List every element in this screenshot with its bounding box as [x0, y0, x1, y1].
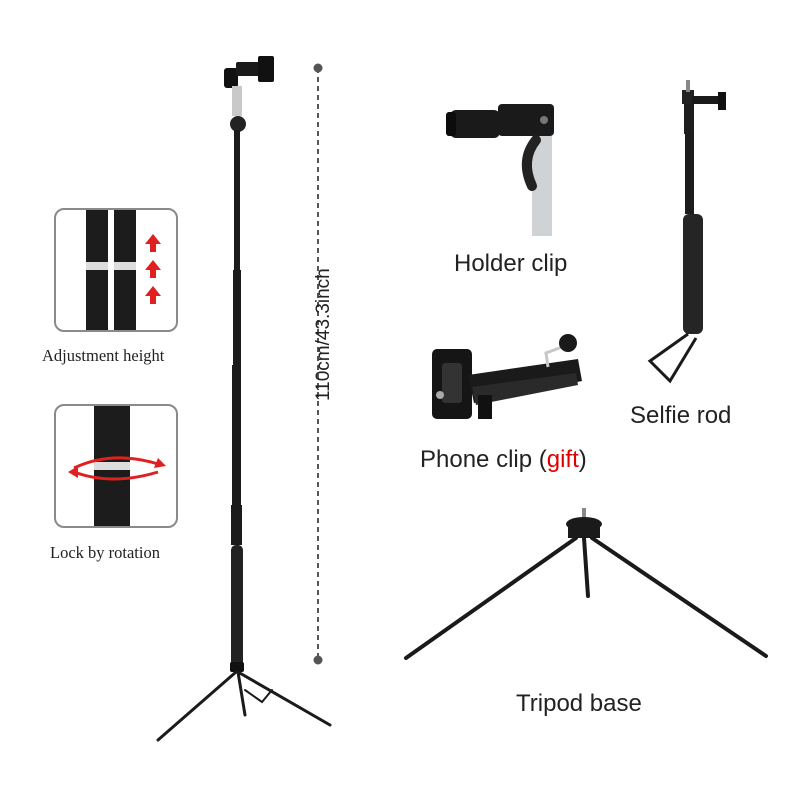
dimension-bottom-dot: [313, 655, 323, 665]
adjustment-height-caption: Adjustment height: [42, 346, 165, 365]
dimension-top-dot: [313, 63, 323, 73]
selfie-rod-illustration: [647, 80, 726, 384]
telescopic-pole: [230, 130, 244, 672]
rotation-arrows-icon: [73, 456, 159, 481]
lock-rotation-inset: [54, 404, 178, 528]
holder-clip-illustration: [446, 104, 554, 236]
gift-label: gift: [546, 446, 579, 473]
tripod-base-legs: [404, 536, 768, 660]
phone-clip-caption-main: Phone clip (: [420, 446, 547, 473]
tripod-base-caption: Tripod base: [516, 690, 642, 717]
phone-clip-caption-end: ): [578, 446, 587, 473]
dimension-label: 110cm/43.3inch: [313, 268, 334, 401]
stand-tripod-legs: [156, 670, 332, 742]
selfie-rod-caption: Selfie rod: [630, 402, 732, 429]
pole-top-holder: [224, 56, 274, 132]
tripod-base-illustration: [404, 508, 768, 660]
pole-closeup-illustration: [86, 210, 161, 330]
adjustment-height-inset: [54, 208, 178, 332]
rotation-closeup-illustration: [68, 406, 166, 526]
up-arrows-icon: [145, 234, 161, 304]
holder-clip-caption: Holder clip: [454, 250, 568, 277]
lock-rotation-caption: Lock by rotation: [50, 543, 160, 562]
phone-clip-caption: Phone clip (gift): [420, 446, 587, 474]
phone-clip-illustration: [432, 334, 582, 419]
